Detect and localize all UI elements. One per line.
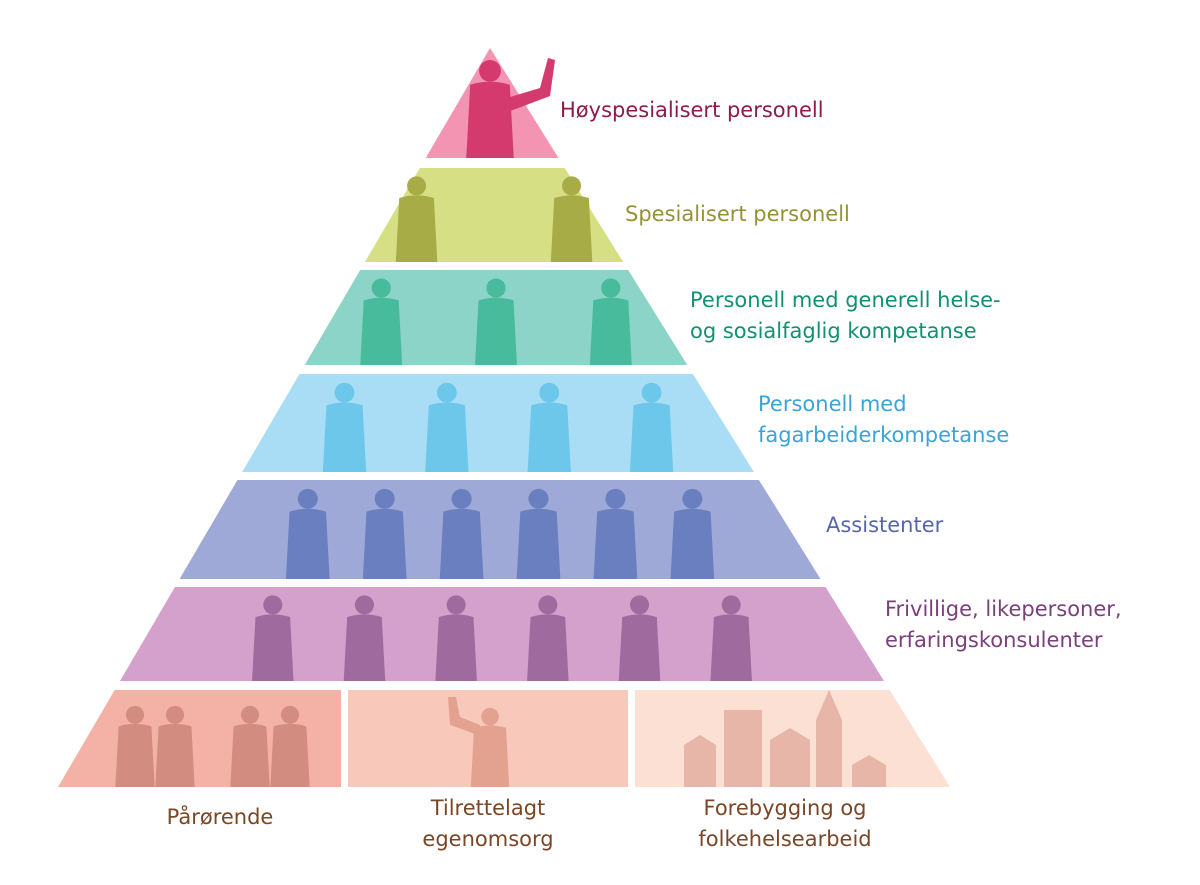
person-figure-icon [435,595,477,681]
person-figure-icon [285,488,330,579]
person-figure-icon [527,595,569,681]
tier-label-spesialisert: Spesialisert personell [625,202,850,226]
raised-arm-icon [448,697,480,735]
city-skyline-icon [684,690,886,787]
tier-band-assistenter [179,480,821,579]
person-figure-icon [395,176,438,262]
person-figure-icon [516,488,561,579]
tier-band-fagarbeider [242,374,754,472]
raised-arm-icon [500,58,555,113]
person-figure-icon [439,488,484,579]
person-figure-icon [618,595,661,681]
base-segment-parorende [58,690,341,787]
person-figure-icon [710,595,752,681]
base-label-egenomsorg: Tilrettelagt egenomsorg [422,796,554,851]
person-figure-icon [425,382,469,472]
person-figure-icon [343,595,386,681]
person-figure-icon [155,705,195,787]
person-figure-icon [527,382,571,472]
person-figure-icon [362,488,407,579]
person-figure-icon [470,707,510,787]
person-figure-icon [670,488,715,579]
person-figure-icon [475,278,517,365]
person-figure-icon [322,382,367,472]
tier-label-generell: Personell med generell helse- og sosialf… [690,288,1001,343]
base-label-parorende: Pårørende [166,805,274,829]
tier-band-hoyspesialisert [425,48,559,158]
person-figure-icon [252,595,294,681]
tier-band-generell [304,270,688,365]
person-figure-icon [360,278,403,365]
tier-label-hoyspesialisert: Høyspesialisert personell [560,98,824,122]
person-figure-icon [270,705,310,787]
tier-band-spesialisert [364,168,624,262]
person-figure-icon [550,176,593,262]
base-label-forebygging: Forebygging og folkehelsearbeid [698,796,872,851]
tier-label-fagarbeider: Personell med fagarbeiderkompetanse [758,392,1010,447]
base-segment-egenomsorg [348,690,628,787]
person-figure-icon [115,705,155,787]
base-segment-forebygging [635,690,950,787]
tier-band-frivillige [119,587,885,681]
tier-label-assistenter: Assistenter [826,513,944,537]
person-figure-icon [230,705,270,787]
person-figure-icon [629,382,674,472]
tier-label-frivillige: Frivillige, likepersoner, erfaringskonsu… [885,597,1122,652]
person-figure-icon [589,278,632,365]
person-figure-icon [593,488,638,579]
